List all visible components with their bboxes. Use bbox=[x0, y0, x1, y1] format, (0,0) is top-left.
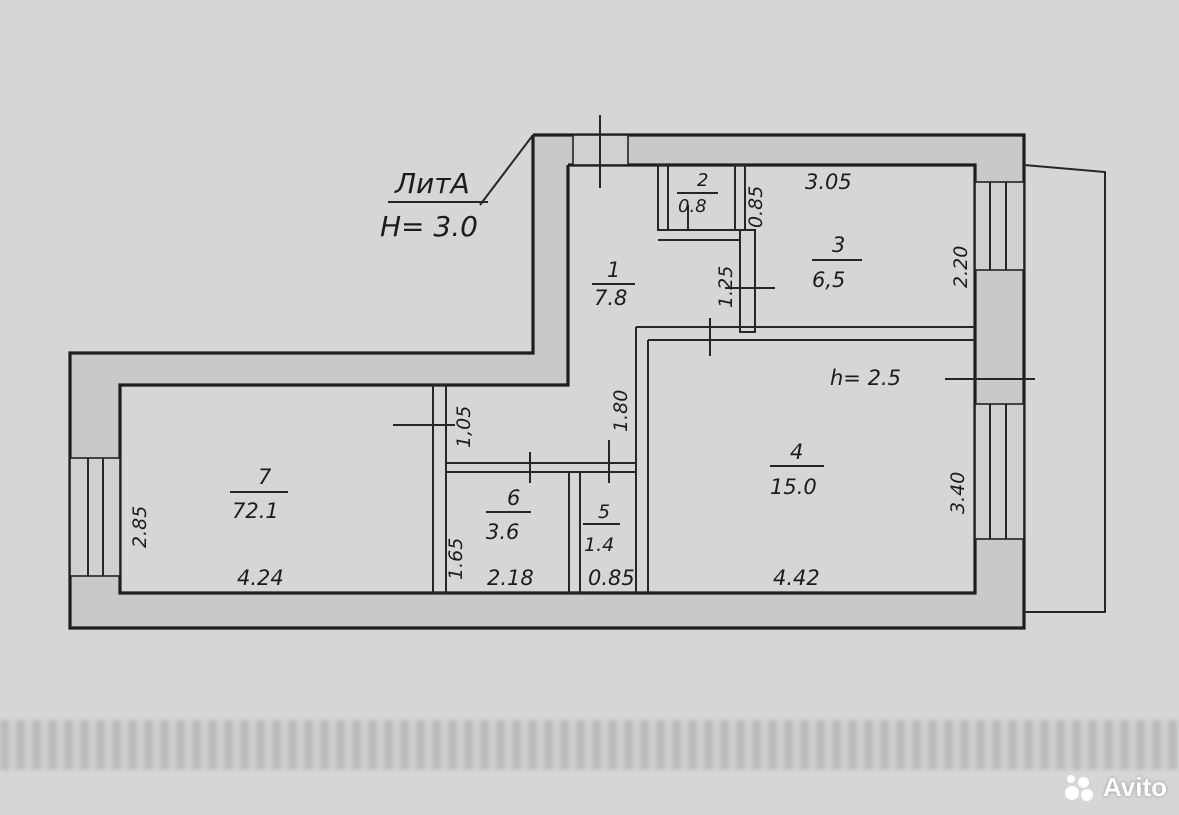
dim-4-24: 4.24 bbox=[237, 566, 284, 590]
room-3-area: 6,5 bbox=[812, 268, 845, 292]
dim-1-65: 1.65 bbox=[445, 538, 467, 580]
room-1: 1 7.8 bbox=[592, 258, 635, 310]
room-3-number: 3 bbox=[832, 233, 845, 257]
room-2-area: 0.8 bbox=[678, 196, 707, 217]
room-4-number: 4 bbox=[790, 440, 803, 464]
windows bbox=[69, 115, 1025, 577]
room-6-number: 6 bbox=[507, 486, 520, 510]
room-6: 6 3.6 bbox=[486, 486, 531, 544]
dim-3-40: 3.40 bbox=[947, 472, 969, 514]
watermark-text: Avito bbox=[1102, 772, 1167, 802]
room-5-number: 5 bbox=[598, 501, 610, 523]
avito-watermark: Avito bbox=[1064, 772, 1167, 803]
room-7: 7 72.1 bbox=[230, 465, 288, 523]
dim-1-80: 1.80 bbox=[610, 390, 632, 432]
lit-label: ЛитА bbox=[394, 167, 470, 200]
dim-2-18: 2.18 bbox=[487, 566, 534, 590]
room-7-area: 72.1 bbox=[232, 499, 279, 523]
avito-logo-icon bbox=[1064, 774, 1097, 802]
room-3: 3 6,5 bbox=[812, 233, 862, 292]
outer-walls bbox=[68, 133, 1106, 630]
room-6-area: 3.6 bbox=[486, 520, 519, 544]
room-7-number: 7 bbox=[258, 465, 272, 489]
room-4-height: h= 2.5 bbox=[830, 366, 901, 390]
dim-2-20: 2.20 bbox=[950, 246, 972, 288]
dim-4-42: 4.42 bbox=[773, 566, 820, 590]
dim-1-05: 1,05 bbox=[453, 406, 475, 448]
dim-0-85-bottom: 0.85 bbox=[588, 566, 635, 590]
dim-2-85: 2.85 bbox=[129, 506, 151, 548]
dim-3-05: 3.05 bbox=[805, 170, 852, 194]
blurred-text-strip bbox=[0, 720, 1179, 770]
dim-0-85-side: 0.85 bbox=[745, 186, 767, 228]
room-5: 5 1.4 bbox=[583, 501, 620, 556]
room-1-area: 7.8 bbox=[594, 286, 627, 310]
room-5-area: 1.4 bbox=[584, 534, 614, 556]
room-1-number: 1 bbox=[607, 258, 620, 282]
height-label: H= 3.0 bbox=[380, 210, 478, 243]
room-2-number: 2 bbox=[697, 170, 708, 191]
room-2: 2 0.8 bbox=[677, 170, 718, 217]
dim-1-25: 1.25 bbox=[715, 266, 737, 308]
interior-walls bbox=[393, 164, 1035, 594]
room-4-area: 15.0 bbox=[770, 475, 817, 499]
room-4: 4 15.0 bbox=[770, 440, 824, 499]
